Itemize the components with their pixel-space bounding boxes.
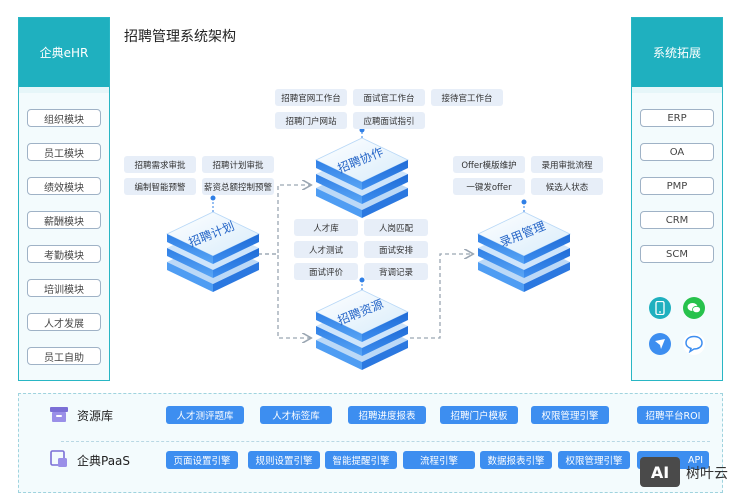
extension-item[interactable]: SCM <box>640 245 714 263</box>
plan-tag: 薪资总额控制预警 <box>202 178 274 195</box>
mobile-icon[interactable] <box>649 297 671 319</box>
resource-tag: 人才库 <box>294 219 358 236</box>
collab-tag: 招聘门户网站 <box>275 112 347 129</box>
hire-tag: 录用审批流程 <box>531 156 603 173</box>
ehr-module-item[interactable]: 考勤模块 <box>27 245 101 263</box>
stack-plan <box>166 195 260 292</box>
chat-bubble-icon[interactable] <box>683 333 705 355</box>
extension-item[interactable]: ERP <box>640 109 714 127</box>
collab-tag: 面试官工作台 <box>353 89 425 106</box>
ehr-module-item[interactable]: 组织模块 <box>27 109 101 127</box>
right-panel-extension: 系统拓展 ERP OA PMP CRM SCM <box>631 17 723 381</box>
database-icon <box>49 404 69 428</box>
extension-item[interactable]: OA <box>640 143 714 161</box>
ehr-module-item[interactable]: 绩效模块 <box>27 177 101 195</box>
resource-library-button[interactable]: 人才测评题库 <box>166 406 244 424</box>
resource-library-button[interactable]: 招聘平台ROI <box>637 406 709 424</box>
paas-engine-button[interactable]: 流程引擎 <box>403 451 475 469</box>
collab-tag: 应聘面试指引 <box>353 112 425 129</box>
paas-engine-button[interactable]: 页面设置引擎 <box>166 451 238 469</box>
dingtalk-icon[interactable] <box>649 333 671 355</box>
paas-engine-button[interactable]: 规则设置引擎 <box>248 451 320 469</box>
resource-library-button[interactable]: 招聘进度报表 <box>348 406 426 424</box>
platform-foundation: 资源库 人才测评题库 人才标签库 招聘进度报表 招聘门户模板 权限管理引擎 招聘… <box>18 393 723 493</box>
stack-hire <box>477 199 571 292</box>
paas-platform-icon <box>49 449 69 473</box>
paas-engine-button[interactable]: 数据报表引擎 <box>480 451 552 469</box>
resource-tag: 人岗匹配 <box>364 219 428 236</box>
ehr-module-item[interactable]: 薪酬模块 <box>27 211 101 229</box>
row-label-paas: 企典PaaS <box>77 454 131 468</box>
resource-library-button[interactable]: 人才标签库 <box>260 406 332 424</box>
left-panel-ehr: 企典eHR 组织模块 员工模块 绩效模块 薪酬模块 考勤模块 培训模块 人才发展… <box>18 17 110 381</box>
resource-library-button[interactable]: 权限管理引擎 <box>531 406 609 424</box>
hire-tag: 候选人状态 <box>531 178 603 195</box>
page-title: 招聘管理系统架构 <box>124 29 236 45</box>
wechat-icon[interactable] <box>683 297 705 319</box>
plan-tag: 招聘需求审批 <box>124 156 196 173</box>
ehr-module-item[interactable]: 人才发展 <box>27 313 101 331</box>
watermark-logo: AI <box>640 457 680 487</box>
watermark: AI 树叶云 <box>640 455 732 489</box>
stack-resource <box>315 277 409 370</box>
collab-tag: 接待官工作台 <box>431 89 503 106</box>
paas-engine-button[interactable]: 权限管理引擎 <box>558 451 630 469</box>
left-panel-header: 企典eHR <box>19 18 109 87</box>
resource-library-button[interactable]: 招聘门户模板 <box>440 406 518 424</box>
watermark-text: 树叶云 <box>686 466 728 482</box>
collab-tag: 招聘官网工作台 <box>275 89 347 106</box>
right-panel-header: 系统拓展 <box>632 18 722 87</box>
row-label-resource-library: 资源库 <box>77 409 114 423</box>
connector-plan-to-resource <box>258 253 310 338</box>
resource-tag: 面试评价 <box>294 263 358 280</box>
hire-tag: 一键发offer <box>453 178 525 195</box>
plan-tag: 编制智能预警 <box>124 178 196 195</box>
plan-tag: 招聘计划审批 <box>202 156 274 173</box>
connector-resource-to-hire <box>410 254 472 339</box>
resource-tag: 背调记录 <box>364 263 428 280</box>
ehr-module-item[interactable]: 员工模块 <box>27 143 101 161</box>
ehr-module-item[interactable]: 培训模块 <box>27 279 101 297</box>
resource-tag: 面试安排 <box>364 241 428 258</box>
hire-tag: Offer模版维护 <box>453 156 525 173</box>
extension-item[interactable]: PMP <box>640 177 714 195</box>
paas-engine-button[interactable]: 智能提醒引擎 <box>325 451 397 469</box>
resource-tag: 人才测试 <box>294 241 358 258</box>
ehr-module-item[interactable]: 员工自助 <box>27 347 101 365</box>
stack-collab <box>315 127 409 218</box>
extension-item[interactable]: CRM <box>640 211 714 229</box>
row-separator <box>61 441 710 442</box>
